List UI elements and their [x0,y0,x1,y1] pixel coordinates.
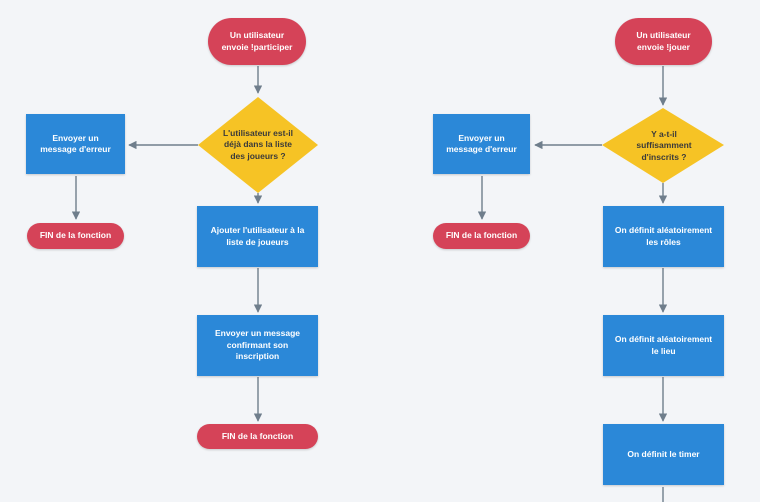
decision-participer-label: L'utilisateur est-il déjà dans la liste … [222,127,294,161]
set-timer-step: On définit le timer [603,424,724,485]
decision-diamond-jouer [602,108,724,183]
start-participer: Un utilisateur envoie !participer [208,18,306,65]
assign-location-step: On définit aléatoirement le lieu [603,315,724,376]
error-message-jouer: Envoyer un message d'erreur [433,114,530,174]
end-participer: FIN de la fonction [197,424,318,449]
assign-roles-step: On définit aléatoirement les rôles [603,206,724,267]
add-player-step: Ajouter l'utilisateur à la liste de joue… [197,206,318,267]
decision-jouer-label: Y a-t-il suffisamment d'inscrits ? [636,128,692,162]
error-message-participer: Envoyer un message d'erreur [26,114,125,174]
decision-diamond-participer [198,97,318,193]
end-participer-error: FIN de la fonction [27,223,124,249]
confirm-message-step: Envoyer un message confirmant son inscri… [197,315,318,376]
start-jouer: Un utilisateur envoie !jouer [615,18,712,65]
end-jouer-error: FIN de la fonction [433,223,530,249]
